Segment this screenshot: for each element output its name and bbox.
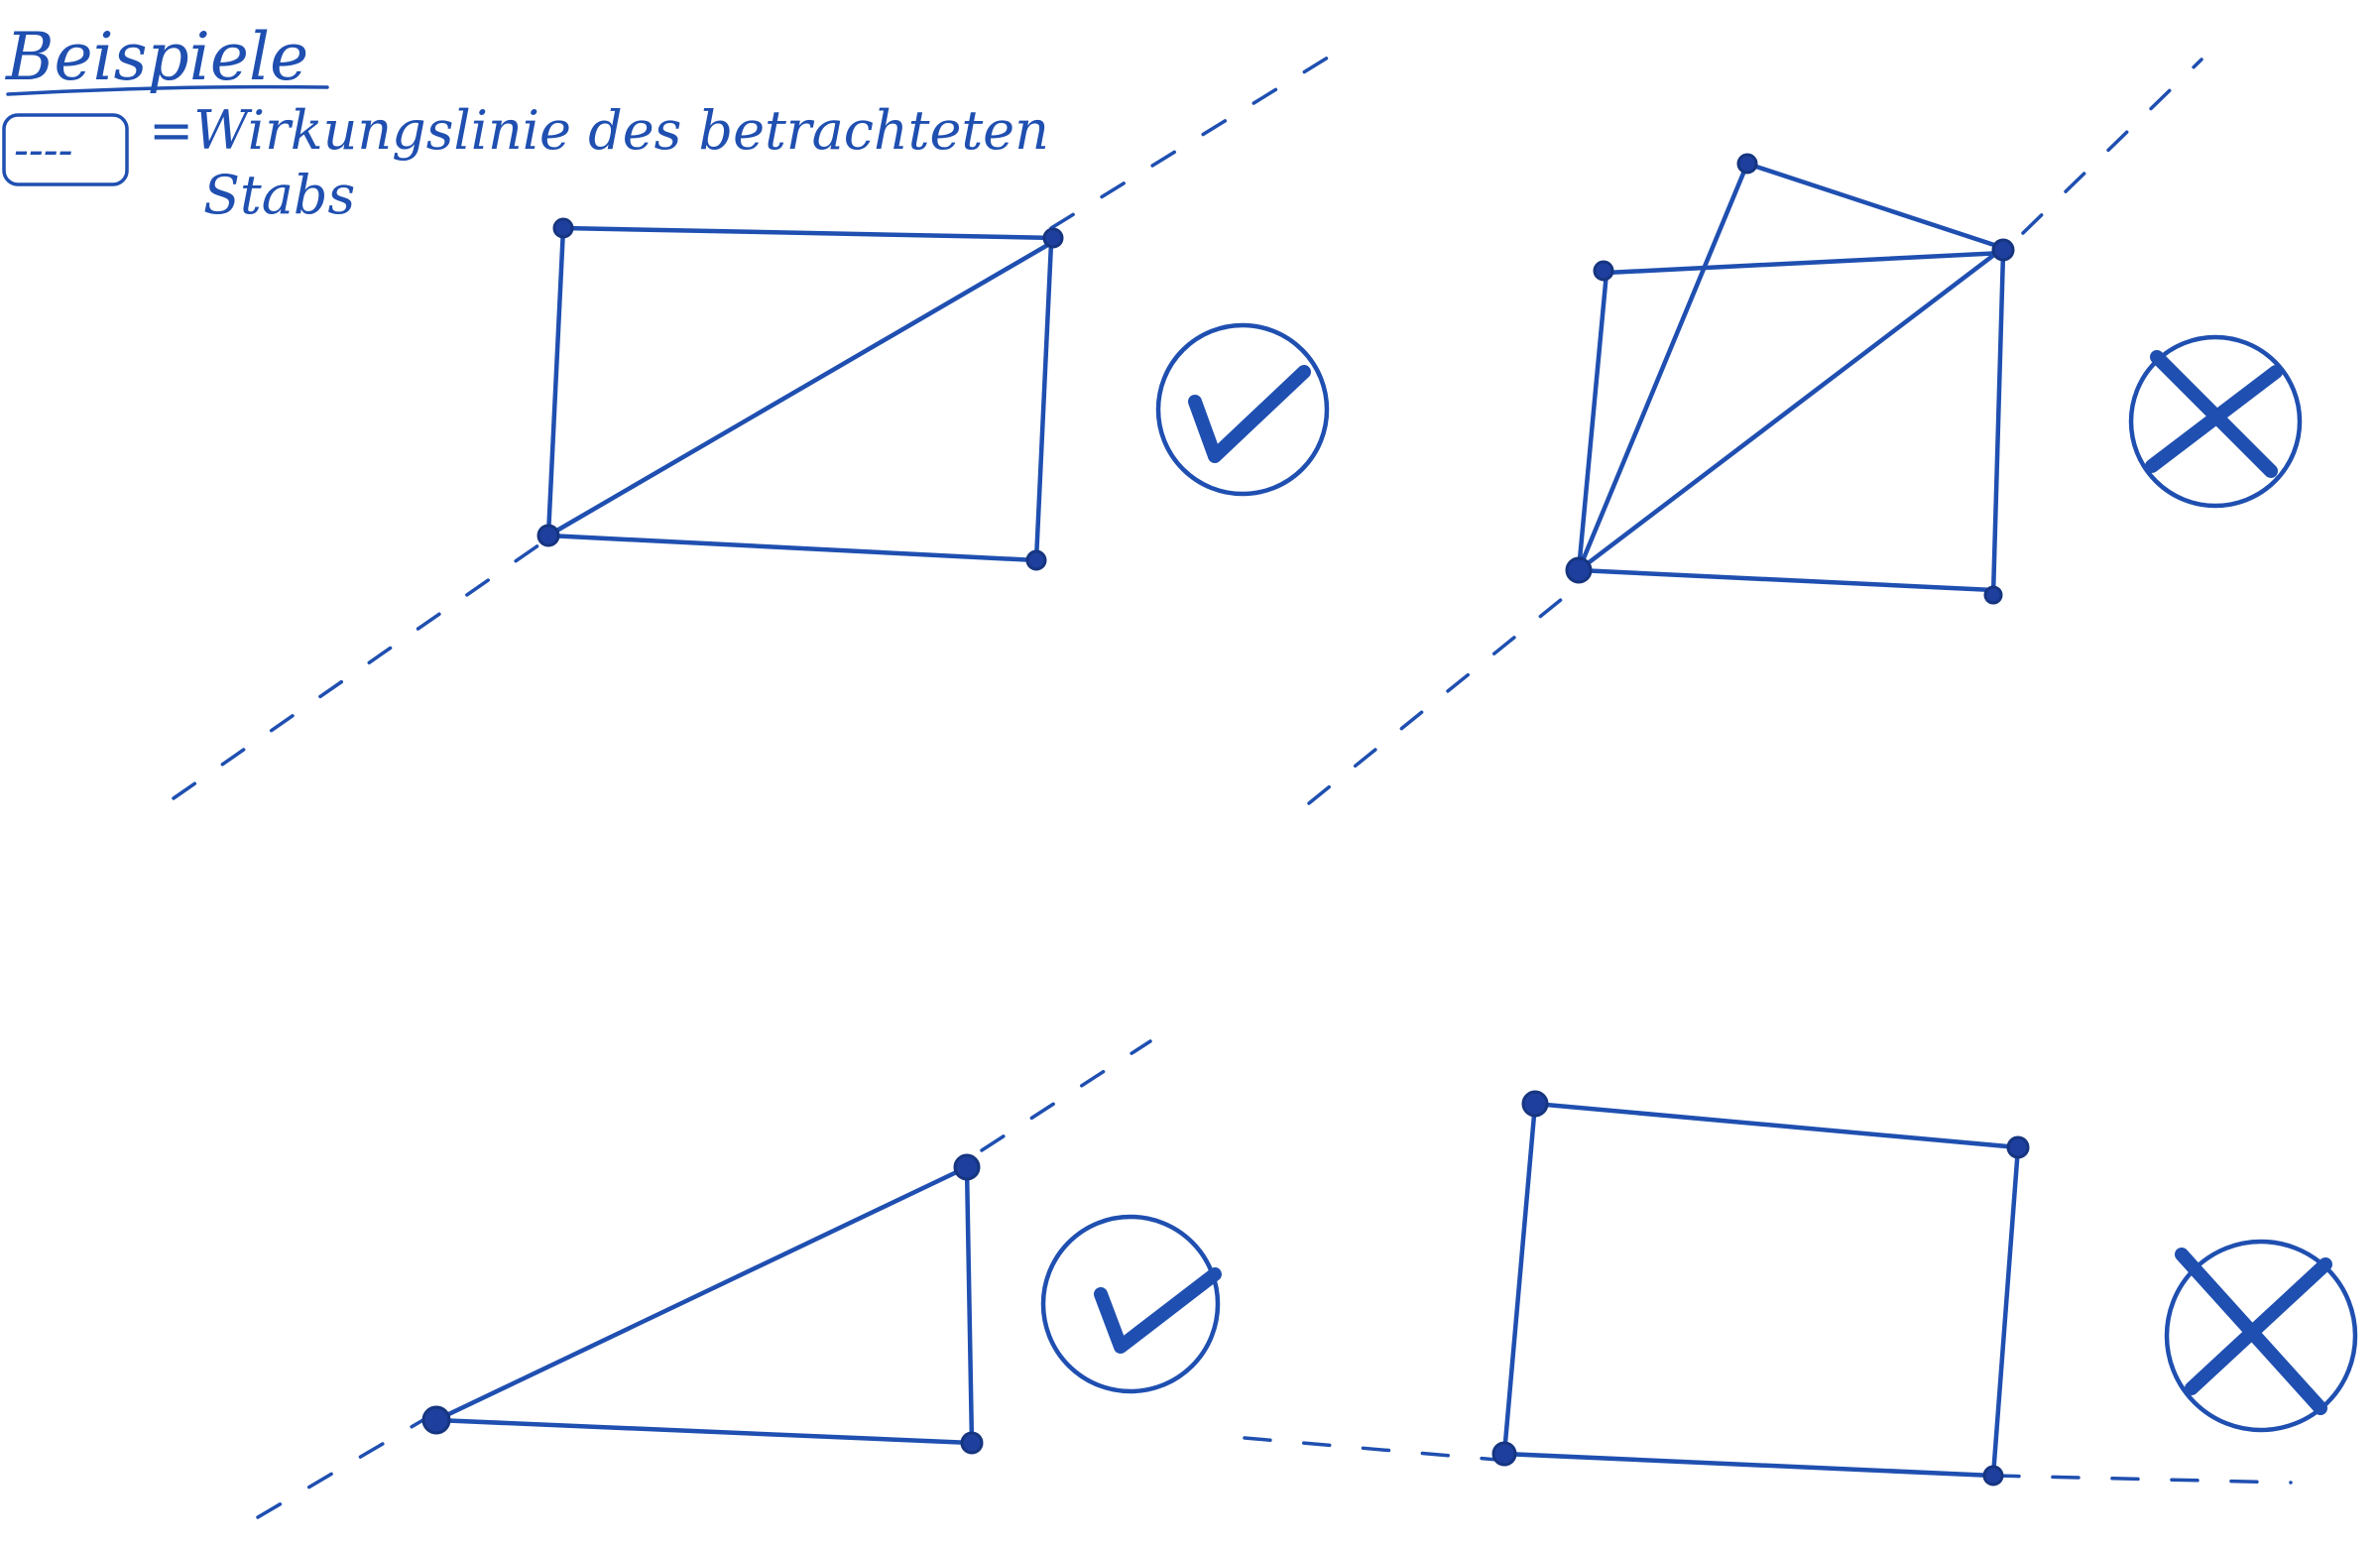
legend-symbol: ---- <box>14 125 72 176</box>
heading-underline <box>6 84 329 96</box>
member-top <box>1532 1101 2021 1150</box>
cross-icon <box>2164 1239 2358 1433</box>
line-of-action-upper <box>1049 43 1351 230</box>
member-bottom <box>545 533 1039 563</box>
line-of-action-lower <box>1307 593 1569 805</box>
member-bottom <box>433 1417 975 1446</box>
member-bottom <box>1576 567 1996 593</box>
node <box>960 1431 984 1455</box>
member-right <box>1033 240 1054 563</box>
member-upper-left <box>1576 161 1750 573</box>
member-hypotenuse <box>433 1164 970 1423</box>
node <box>1983 585 2003 605</box>
line-of-action-lower <box>1243 1436 1499 1462</box>
member-left <box>1576 270 1609 573</box>
node <box>421 1405 451 1435</box>
node <box>1736 153 1758 175</box>
heading-text: Beispiele <box>5 19 308 95</box>
member-upper-right <box>1744 161 2006 251</box>
member-top <box>560 225 1059 241</box>
member-right <box>1990 250 2006 598</box>
member-diagonal <box>545 240 1054 538</box>
node <box>1982 1465 2004 1487</box>
member-left <box>545 225 566 538</box>
member-right <box>1990 1144 2021 1479</box>
check-icon <box>1040 1214 1222 1394</box>
member-diagonal <box>1576 245 2006 573</box>
check-icon <box>1155 322 1330 497</box>
line-of-action-lower <box>172 538 547 800</box>
node <box>953 1153 981 1181</box>
line-of-action-upper <box>1991 1474 2293 1485</box>
legend-symbol-box <box>2 113 129 186</box>
node <box>536 524 560 547</box>
node <box>1042 227 1064 249</box>
example-top-right <box>1307 58 2303 805</box>
member-top <box>1604 250 2006 276</box>
line-of-action-upper <box>2021 58 2203 235</box>
member-bottom <box>1501 1451 1996 1479</box>
legend-line-1: =Wirkungslinie des betrachteten <box>149 99 1049 162</box>
cross-icon <box>2128 334 2303 509</box>
node <box>1025 549 1047 571</box>
node <box>1565 556 1593 584</box>
node <box>1991 238 2015 262</box>
node <box>1521 1090 1549 1118</box>
node <box>2006 1135 2030 1159</box>
node <box>552 217 574 239</box>
example-top-left <box>172 43 1351 800</box>
line-of-action-upper <box>980 1039 1152 1152</box>
member-left <box>1501 1101 1538 1457</box>
example-bottom-right <box>1243 1090 2358 1487</box>
member-vertical <box>964 1164 975 1446</box>
node <box>1491 1441 1517 1467</box>
legend-line-2: Stabs <box>203 164 355 226</box>
example-bottom-left <box>256 1039 1222 1519</box>
node <box>1593 260 1614 282</box>
header: Beispiele ---- =Wirkungslinie des betrac… <box>2 19 1049 226</box>
line-of-action-lower <box>256 1416 428 1519</box>
